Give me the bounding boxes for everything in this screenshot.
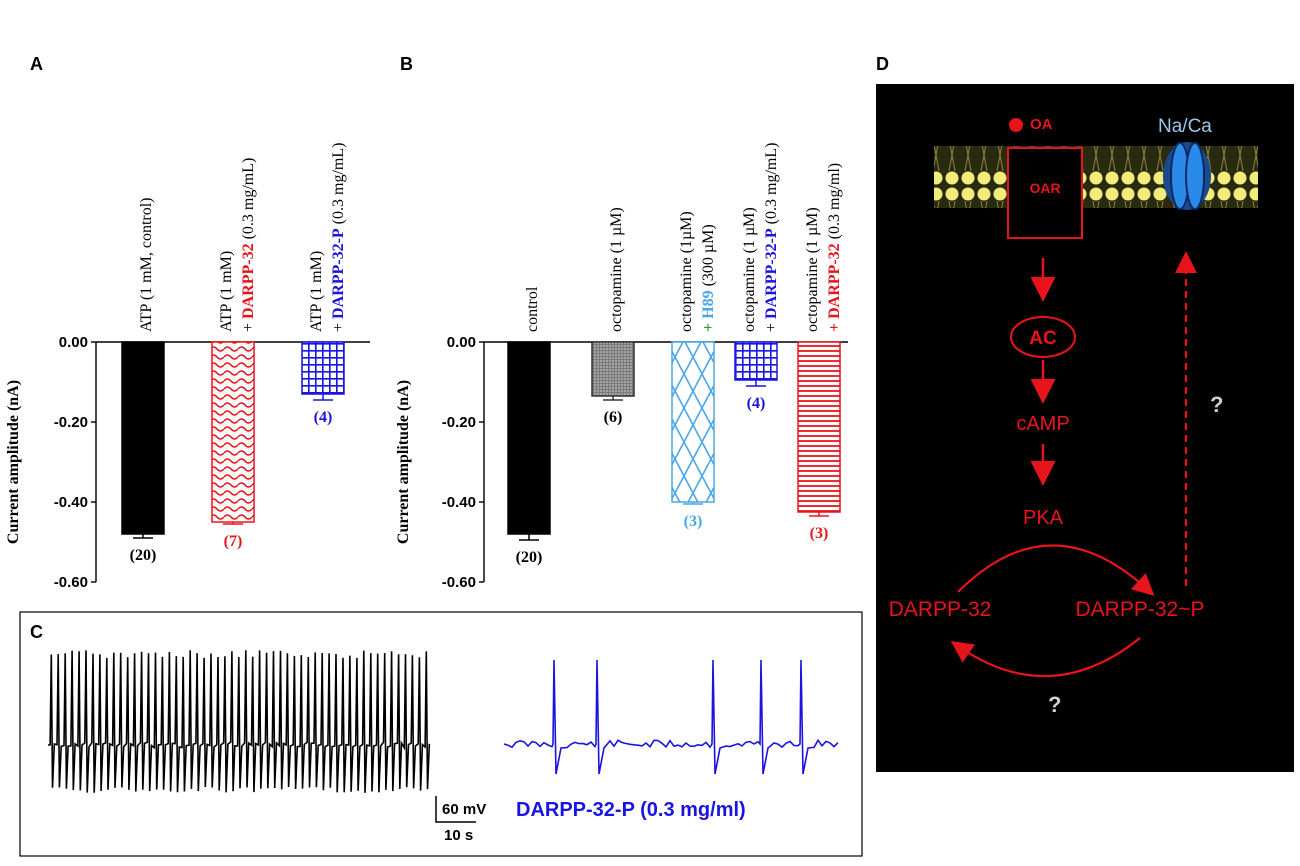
pka-label: PKA	[1023, 507, 1064, 529]
category-label-part: ATP (1 mM, control)	[138, 197, 155, 332]
category-label: + H89 (300 µM)	[700, 224, 717, 332]
category-label: octopamine (1 µM)	[741, 207, 758, 332]
category-label: octopamine (1 µM)	[608, 207, 625, 332]
bar	[507, 341, 551, 535]
oar-label: OAR	[1029, 180, 1060, 196]
category-label-part: DARPP-32-P	[330, 228, 347, 319]
panel-label-a: A	[30, 54, 43, 74]
category-label-part: +	[763, 319, 780, 332]
category-label: + DARPP-32 (0.3 mg/mL)	[240, 158, 257, 332]
arrow-phosphorylation	[957, 544, 1155, 596]
n-label: (4)	[314, 409, 333, 426]
oa-label: OA	[1030, 116, 1053, 133]
n-label: (20)	[130, 547, 157, 564]
category-label-part: +	[826, 319, 843, 332]
camp-label: cAMP	[1016, 413, 1069, 435]
category-label: + DARPP-32 (0.3 mg/ml)	[826, 163, 843, 332]
trace-control	[47, 650, 431, 793]
category-label-part: octopamine (1 µM)	[741, 207, 758, 332]
n-label: (3)	[684, 513, 703, 530]
bar	[121, 341, 165, 535]
panel-c-frame	[19, 611, 863, 857]
channel-label: Na/Ca	[1158, 116, 1212, 137]
panel-label-b: B	[400, 54, 413, 74]
trace-darpp32p	[503, 659, 839, 775]
na-ca-channel-icon	[1163, 142, 1211, 210]
category-label-part: +	[700, 319, 717, 332]
category-label-part: (300 µM)	[700, 224, 717, 290]
trace-annotation: DARPP-32-P (0.3 mg/ml)	[516, 799, 746, 821]
darpp32-label: DARPP-32	[889, 598, 992, 621]
panel-label-c: C	[30, 622, 43, 642]
category-label: control	[524, 286, 541, 332]
y-tick-label: -0.60	[442, 574, 476, 591]
chart-a: 0.00 -0.20 -0.40 -0.60 Current amplitude (nA…	[5, 143, 370, 591]
bar	[671, 341, 715, 503]
n-label: (3)	[810, 525, 829, 542]
y-tick-label: -0.20	[54, 414, 88, 431]
panel-d-diagram: OA Na/Ca OAR AC cAMP PKA DARPP-32 DARPP-…	[876, 84, 1294, 772]
category-label-part: control	[524, 286, 541, 332]
n-label: (20)	[516, 549, 543, 566]
category-label: + DARPP-32-P (0.3 mg/mL)	[763, 143, 780, 332]
n-label: (7)	[224, 533, 243, 550]
category-label-part: DARPP-32	[240, 243, 257, 319]
category-label-part: DARPP-32-P	[763, 228, 780, 319]
y-tick-label: -0.40	[442, 494, 476, 511]
oa-ligand-icon	[1009, 118, 1023, 132]
category-label-part: (0.3 mg/ml)	[826, 163, 843, 243]
darpp32p-label: DARPP-32~P	[1076, 598, 1205, 621]
category-label-part: ATP (1 mM)	[218, 251, 235, 332]
panel-label-d: D	[876, 54, 889, 74]
ac-enzyme	[1010, 316, 1076, 358]
y-axis-label: Current amplitude (nA)	[5, 380, 22, 544]
n-label: (6)	[604, 409, 623, 426]
scale-bar-time: 10 s	[444, 827, 473, 844]
category-label-part: +	[330, 319, 347, 332]
y-tick-label: 0.00	[59, 334, 88, 351]
category-label-part: (0.3 mg/mL)	[240, 158, 257, 244]
category-label-part: (0.3 mg/mL)	[330, 143, 347, 229]
category-label: ATP (1 mM)	[308, 251, 325, 332]
n-label: (4)	[747, 395, 766, 412]
y-tick-label: -0.20	[442, 414, 476, 431]
category-label-part: octopamine (1 µM)	[608, 207, 625, 332]
category-label-part: octopamine (1µM)	[678, 211, 695, 332]
category-label: + DARPP-32-P (0.3 mg/mL)	[330, 143, 347, 332]
category-label: ATP (1 mM, control)	[138, 197, 155, 332]
scale-bar-voltage: 60 mV	[442, 801, 486, 818]
category-label-part: ATP (1 mM)	[308, 251, 325, 332]
ac-label: AC	[1029, 328, 1057, 349]
y-tick-label: 0.00	[447, 334, 476, 351]
oar-receptor	[1007, 147, 1083, 239]
category-label: ATP (1 mM)	[218, 251, 235, 332]
category-label: octopamine (1µM)	[678, 211, 695, 332]
y-tick-label: -0.60	[54, 574, 88, 591]
bar	[301, 341, 345, 395]
bar	[591, 341, 635, 397]
bar	[211, 341, 255, 523]
scale-bar	[435, 796, 476, 823]
category-label-part: octopamine (1 µM)	[804, 207, 821, 332]
category-label-part: H89	[700, 290, 717, 318]
category-label-part: +	[240, 319, 257, 332]
y-axis-label: Current amplitude (nA)	[395, 380, 412, 544]
category-label-part: (0.3 mg/mL)	[763, 143, 780, 229]
y-tick-label: -0.40	[54, 494, 88, 511]
bar	[797, 341, 841, 513]
category-label-part: DARPP-32	[826, 243, 843, 319]
panel-c-traces: 60 mV 10 s DARPP-32-P (0.3 mg/ml)	[19, 611, 863, 857]
question-mark-dephos: ?	[1048, 692, 1061, 717]
category-label: octopamine (1 µM)	[804, 207, 821, 332]
question-mark-channel: ?	[1210, 392, 1223, 417]
chart-b: 0.00 -0.20 -0.40 -0.60 Current amplitude (nA…	[395, 143, 848, 591]
arrow-dephosphorylation	[950, 637, 1141, 678]
bar	[734, 341, 778, 381]
